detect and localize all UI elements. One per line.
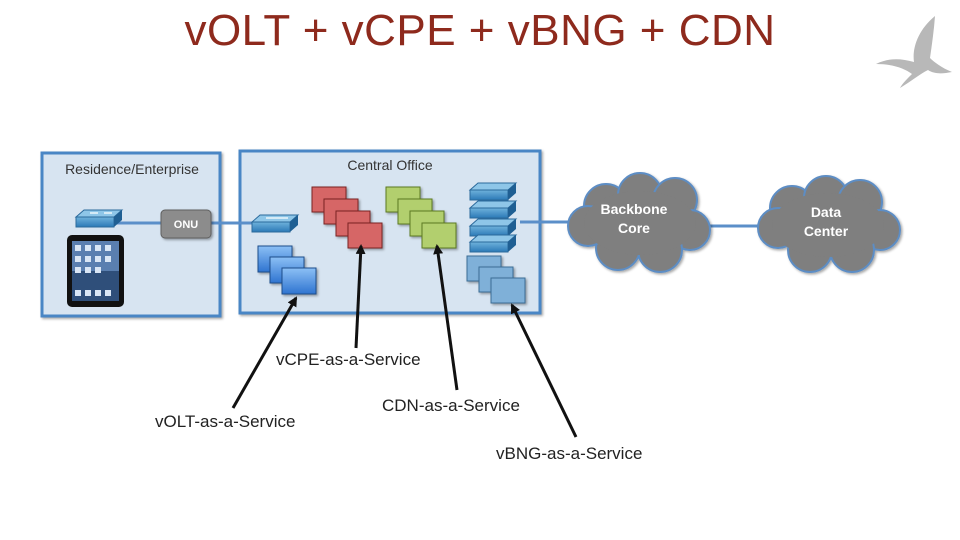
service-arrows — [231, 244, 578, 438]
cdn-vm-stack — [385, 186, 457, 249]
bird-logo-icon — [876, 16, 952, 88]
central-office-label: Central Office — [347, 157, 433, 173]
datacenter-label-line1: Data — [811, 204, 842, 220]
vbng-service-label: vBNG-as-a-Service — [496, 444, 643, 463]
backbone-label-line1: Backbone — [601, 201, 668, 217]
vcpe-vm-stack — [311, 186, 383, 249]
vbng-vm-stack — [466, 255, 526, 304]
volt-arrow — [231, 296, 298, 409]
residence-switch-icon — [74, 209, 124, 228]
backbone-label-line2: Core — [618, 220, 650, 236]
vcpe-service-label: vCPE-as-a-Service — [276, 350, 421, 369]
data-center-cloud: Data Center — [757, 175, 901, 273]
vcpe-arrow — [354, 244, 366, 349]
co-switch-icon — [250, 214, 300, 233]
vbng-arrow — [510, 303, 578, 438]
cdn-service-label: CDN-as-a-Service — [382, 396, 520, 415]
volt-vm-stack — [257, 245, 317, 295]
onu-device: ONU — [160, 209, 212, 239]
datacenter-label-line2: Center — [804, 223, 849, 239]
co-switch-stack-icon — [468, 182, 518, 253]
tablet-icon — [67, 235, 124, 307]
volt-service-label: vOLT-as-a-Service — [155, 412, 296, 431]
residence-label: Residence/Enterprise — [65, 161, 199, 177]
cdn-arrow — [433, 244, 459, 391]
slide-title: vOLT + vCPE + vBNG + CDN — [184, 6, 776, 55]
onu-label: ONU — [174, 219, 199, 231]
backbone-core-cloud: Backbone Core — [567, 172, 711, 273]
